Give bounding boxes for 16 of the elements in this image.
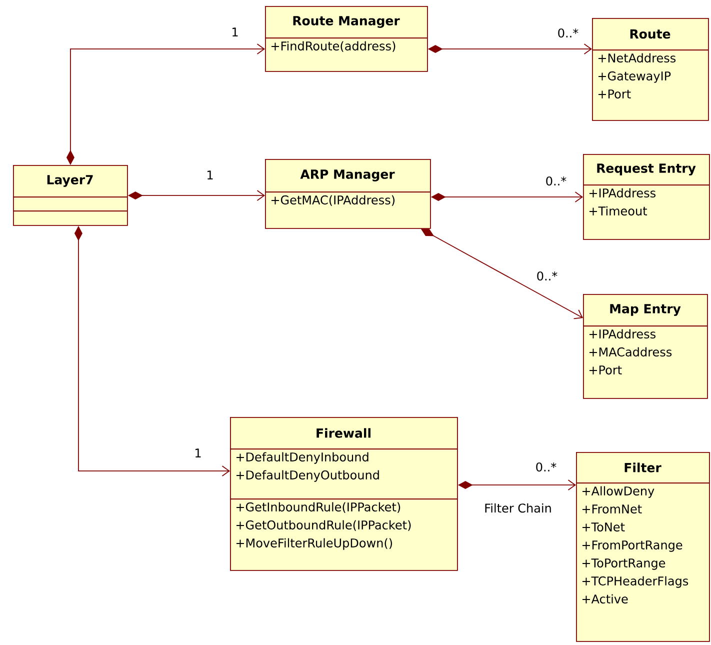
multiplicity-label: 1 [232, 28, 238, 36]
class-box: Route Manager +FindRoute(address) [264, 6, 428, 72]
class-box: Route +NetAddress +GatewayIP +Port [592, 18, 709, 121]
class-box: Filter +AllowDeny +FromNet +ToNet +FromPortRange +ToPortRange +TCPHeaderFlags +Active [576, 452, 710, 642]
class-box: Firewall +DefaultDenyInbound +DefaultDenyOutbound +GetInboundRule(IPPacket) +GetOutboundRule(IPPacket) +MoveFilterRuleUpDown() [230, 417, 458, 571]
multiplicity-label: 0..* [546, 176, 566, 186]
multiplicity-label: 0..* [537, 271, 558, 281]
multiplicity-label: 0..* [558, 28, 578, 38]
class-box: ARP Manager +GetMAC(IPAddress) [264, 159, 431, 229]
edge-label: Filter Chain [483, 502, 553, 514]
class-box: Layer7 [12, 165, 128, 226]
class-box: Request Entry +IPAddress +Timeout [582, 154, 710, 240]
class-box: Map Entry +IPAddress +MACaddress +Port [582, 294, 708, 399]
multiplicity-label: 1 [208, 170, 213, 180]
multiplicity-label: 0..* [536, 462, 556, 472]
multiplicity-label: 1 [196, 448, 201, 458]
